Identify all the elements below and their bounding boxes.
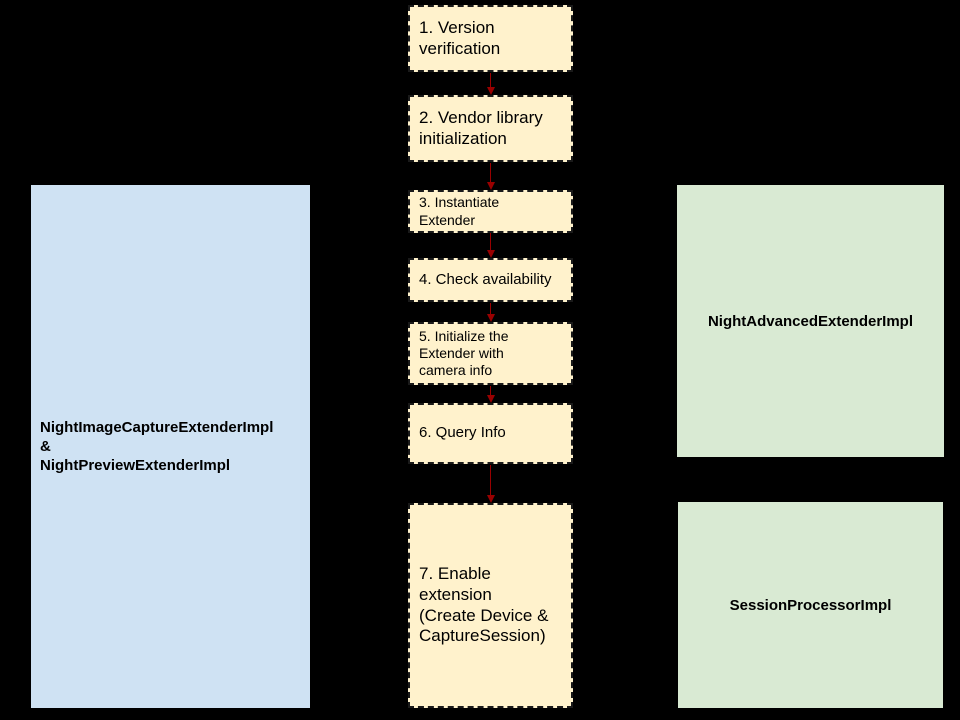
flow-step-4-label: 4. Check availability xyxy=(419,270,552,288)
session-processor-label: SessionProcessorImpl xyxy=(729,596,892,614)
night-image-capture-extender-label: NightImageCaptureExtenderImpl & NightPre… xyxy=(40,418,274,475)
night-image-capture-extender-box: NightImageCaptureExtenderImpl & NightPre… xyxy=(31,185,310,708)
flow-step-5-label: 5. Initialize the Extender with camera i… xyxy=(419,327,509,379)
arrow-shaft xyxy=(489,163,492,184)
flow-step-7-label: 7. Enable extension (Create Device & Cap… xyxy=(419,564,549,646)
flow-step-2-vendor-library-init: 2. Vendor library initialization xyxy=(408,95,573,162)
arrow-head-icon xyxy=(486,314,495,322)
arrow-shaft xyxy=(489,233,492,252)
flow-arrow-4-5 xyxy=(486,303,495,322)
flow-arrow-5-6 xyxy=(486,386,495,403)
flow-arrow-1-2 xyxy=(486,73,495,95)
night-advanced-extender-label: NightAdvancedExtenderImpl xyxy=(707,312,914,330)
arrow-head-icon xyxy=(486,87,495,95)
flow-step-3-instantiate-extender: 3. Instantiate Extender xyxy=(408,190,573,233)
arrow-shaft xyxy=(489,465,492,497)
arrow-shaft xyxy=(489,73,492,89)
flow-step-2-label: 2. Vendor library initialization xyxy=(419,107,543,148)
flow-step-5-initialize-extender: 5. Initialize the Extender with camera i… xyxy=(408,322,573,385)
flow-step-1-label: 1. Version verification xyxy=(419,17,501,58)
flow-step-6-label: 6. Query Info xyxy=(419,424,506,442)
flow-step-6-query-info: 6. Query Info xyxy=(408,403,573,464)
flow-step-3-label: 3. Instantiate Extender xyxy=(419,194,500,228)
arrow-head-icon xyxy=(486,395,495,403)
session-processor-box: SessionProcessorImpl xyxy=(678,502,943,708)
flow-step-7-enable-extension: 7. Enable extension (Create Device & Cap… xyxy=(408,503,573,708)
arrow-head-icon xyxy=(486,495,495,503)
flow-step-4-check-availability: 4. Check availability xyxy=(408,258,573,302)
arrow-shaft xyxy=(489,303,492,316)
arrow-head-icon xyxy=(486,250,495,258)
arrow-head-icon xyxy=(486,182,495,190)
flow-arrow-6-7 xyxy=(486,465,495,503)
flow-arrow-3-4 xyxy=(486,233,495,258)
flow-arrow-2-3 xyxy=(486,163,495,190)
arrow-shaft xyxy=(489,386,492,397)
night-advanced-extender-box: NightAdvancedExtenderImpl xyxy=(677,185,944,457)
flow-step-1-version-verification: 1. Version verification xyxy=(408,5,573,72)
